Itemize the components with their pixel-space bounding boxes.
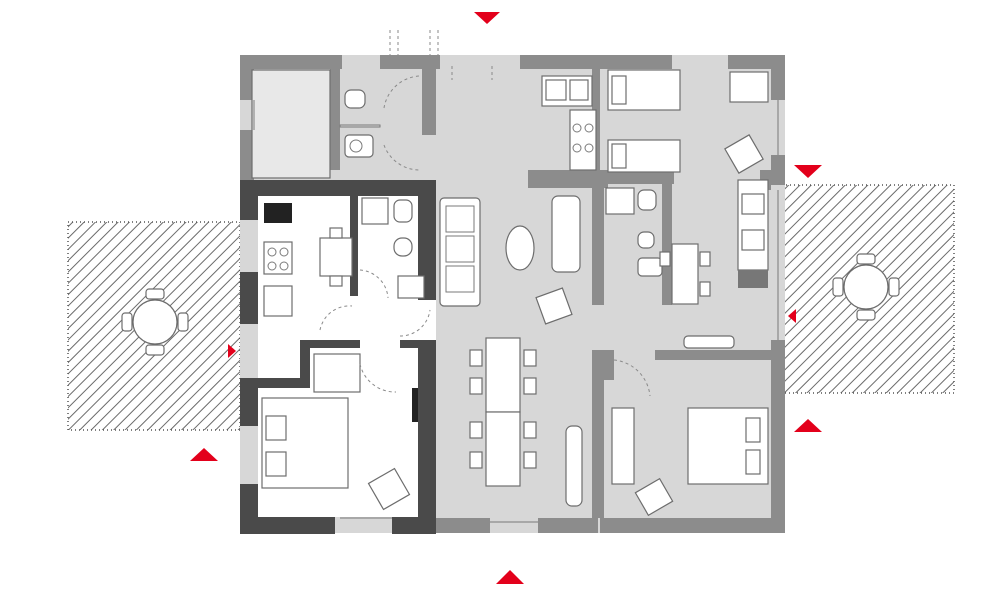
marker-right-side	[788, 309, 796, 323]
left-terrace	[67, 221, 241, 431]
marker-top	[474, 12, 500, 24]
windows	[253, 30, 779, 523]
shared-bedroom-top	[607, 69, 769, 174]
shared-dining	[469, 337, 583, 507]
terrace-table-right	[832, 253, 900, 321]
marker-right-top	[794, 165, 822, 178]
terrace-table-left	[121, 288, 189, 356]
private-bedroom	[261, 309, 431, 511]
shared-bath-right	[605, 179, 769, 349]
private-bathroom	[359, 197, 425, 299]
private-kitchen	[263, 203, 353, 331]
shared-kitchen	[451, 66, 597, 171]
shared-bathroom	[251, 69, 421, 179]
marker-right-bottom	[794, 419, 822, 432]
shared-living	[439, 195, 581, 325]
marker-left-bottom	[190, 448, 218, 461]
marker-bottom	[496, 570, 524, 584]
entrance-markers	[190, 12, 822, 584]
private-walls	[240, 180, 436, 534]
shared-bedroom-bottom	[611, 359, 769, 517]
exterior-walls	[240, 55, 785, 533]
right-terrace	[781, 184, 955, 394]
marker-left-side	[228, 344, 236, 358]
